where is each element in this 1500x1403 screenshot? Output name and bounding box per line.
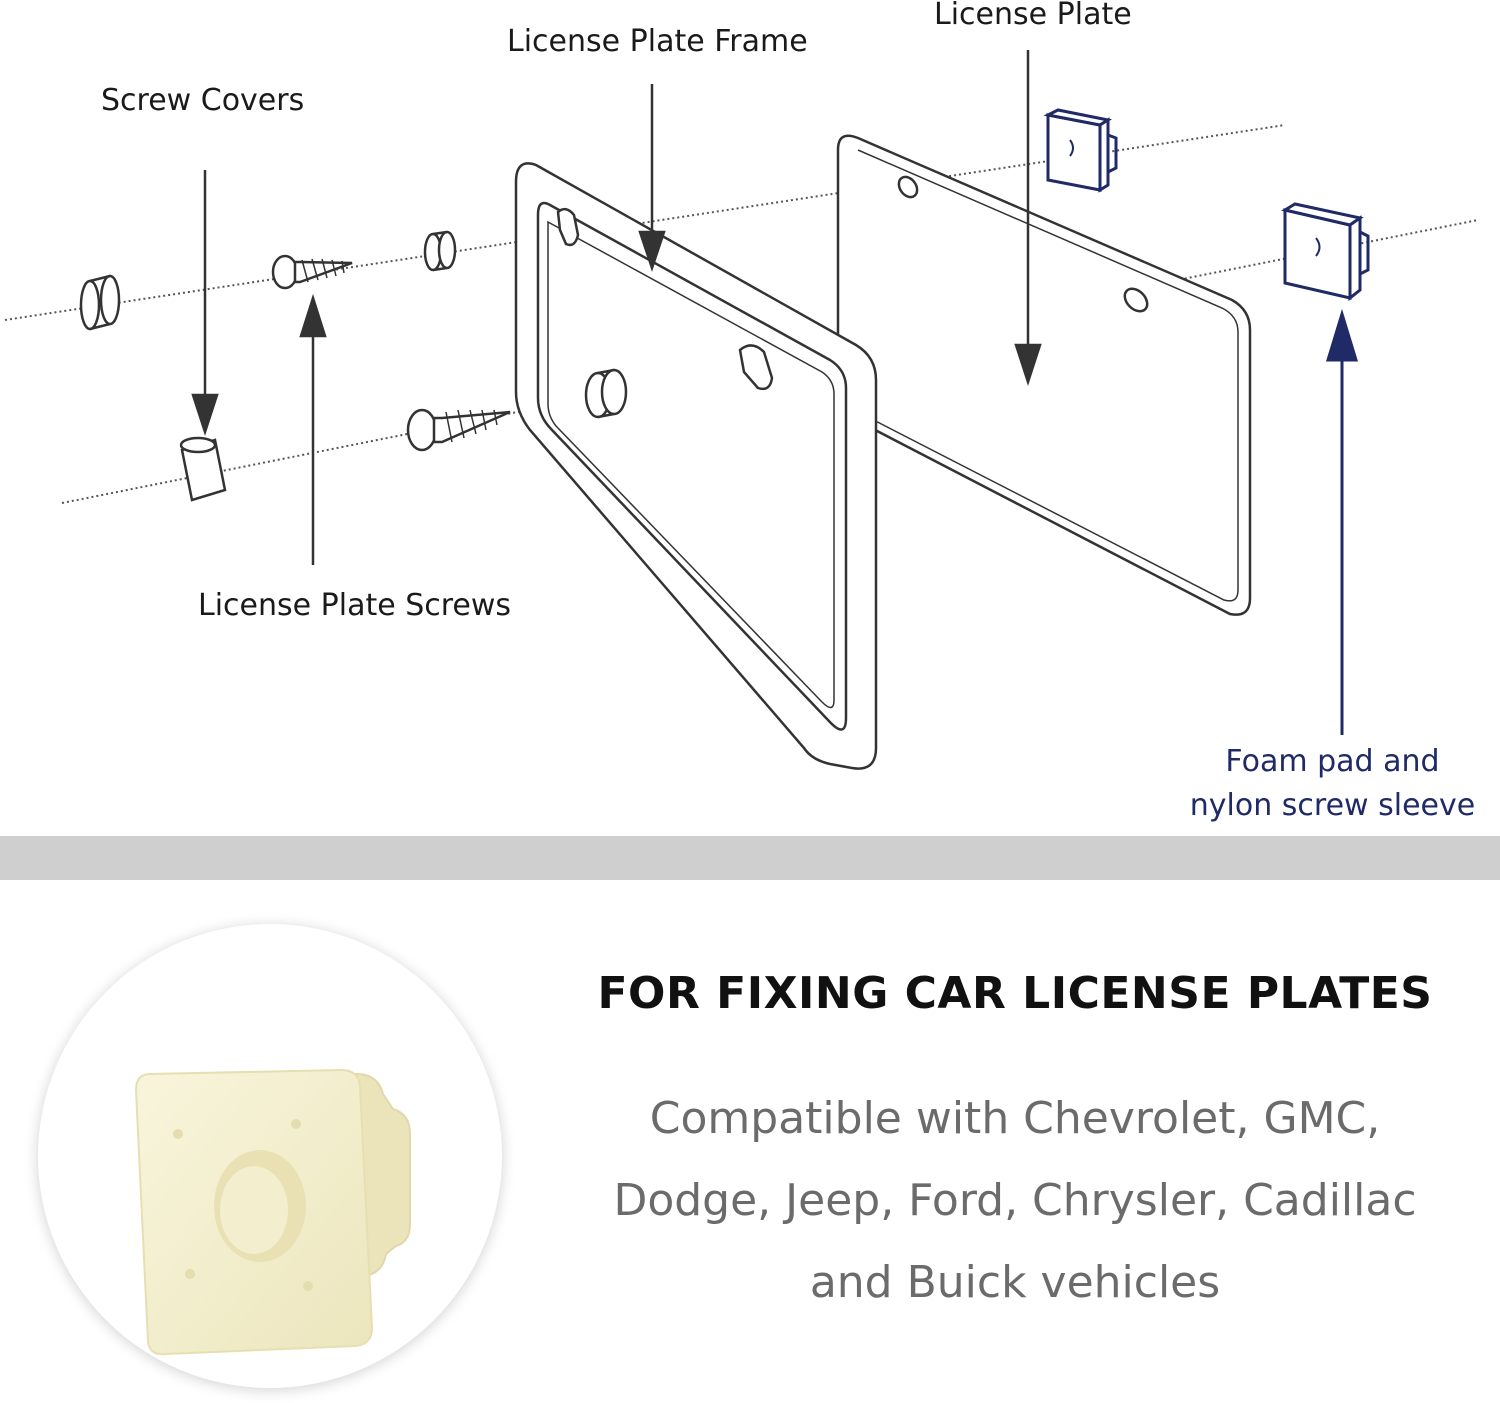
frame-top-notch bbox=[556, 207, 580, 247]
callout-arrows bbox=[191, 50, 1042, 565]
compatibility-text: Compatible with Chevrolet, GMC, Dodge, J… bbox=[600, 1078, 1430, 1324]
label-license-plate-screws: License Plate Screws bbox=[198, 588, 512, 623]
frame-bottom-notch bbox=[738, 344, 774, 391]
product-section: FOR FIXING CAR LICENSE PLATES Compatible… bbox=[0, 880, 1500, 1403]
upper-axis-line bbox=[4, 124, 1286, 321]
lower-axis-line bbox=[61, 219, 1479, 504]
spacer-bottom bbox=[584, 368, 628, 419]
spacer-top bbox=[423, 230, 457, 272]
nylon-sleeve-illustration bbox=[134, 1068, 411, 1356]
license-plate-frame-drawing bbox=[514, 162, 878, 770]
compatibility-line: Compatible with Chevrolet, GMC, bbox=[649, 1093, 1381, 1144]
screw-cover-top bbox=[79, 274, 121, 331]
label-foam-pad-sleeve: Foam pad and nylon screw sleeve bbox=[1189, 744, 1476, 823]
screw-top bbox=[271, 254, 353, 290]
label-license-plate-frame: License Plate Frame bbox=[507, 24, 808, 59]
compatibility-line: and Buick vehicles bbox=[809, 1257, 1221, 1308]
screw-cover-bottom bbox=[179, 436, 227, 502]
label-license-plate: License Plate bbox=[934, 0, 1132, 32]
assembly-axis-lines bbox=[4, 124, 1479, 504]
foam-arrow bbox=[1325, 308, 1359, 735]
exploded-diagram: License Plate Frame License Plate Screw … bbox=[4, 0, 1479, 823]
section-divider bbox=[0, 836, 1500, 880]
screw-bottom bbox=[406, 408, 511, 452]
diagram-drawing bbox=[4, 50, 1479, 770]
plate-top-slot bbox=[897, 175, 919, 199]
nylon-sleeve-bottom bbox=[1281, 202, 1370, 302]
nylon-sleeve-top bbox=[1043, 108, 1118, 193]
compatibility-line: Dodge, Jeep, Ford, Chrysler, Cadillac bbox=[613, 1175, 1417, 1226]
label-screw-covers: Screw Covers bbox=[101, 83, 305, 118]
nylon-sleeve-photo bbox=[38, 924, 502, 1388]
plate-right-slot bbox=[1123, 287, 1149, 313]
product-headline: FOR FIXING CAR LICENSE PLATES bbox=[597, 968, 1433, 1019]
license-plate-drawing bbox=[836, 134, 1252, 616]
